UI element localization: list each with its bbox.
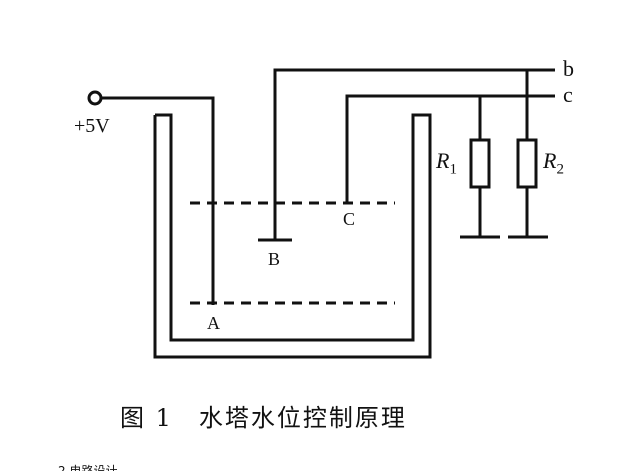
label-R2-letter: R <box>543 148 557 173</box>
resistor-R1 <box>469 138 491 189</box>
water-tower-tank <box>153 113 432 359</box>
label-R2: R2 <box>543 150 564 177</box>
resistor-R2 <box>516 138 538 189</box>
label-A: A <box>207 313 220 333</box>
label-R1-letter: R <box>436 148 450 173</box>
probe-C-wire <box>345 94 555 203</box>
supply-label: +5V <box>74 115 110 137</box>
label-R2-sub: 2 <box>556 161 564 178</box>
probe-A-wire <box>101 96 215 305</box>
supply-terminal <box>87 90 103 106</box>
label-c: c <box>563 82 573 107</box>
label-R1: R1 <box>436 150 457 177</box>
section-heading: 2 电路设计 <box>58 464 118 471</box>
label-B: B <box>268 249 281 269</box>
label-b: b <box>563 56 574 81</box>
label-R1-sub: 1 <box>449 161 457 178</box>
figure-caption: 图 1 水塔水位控制原理 <box>120 404 407 432</box>
label-C: C <box>343 209 356 229</box>
probe-B-wire <box>273 68 555 240</box>
